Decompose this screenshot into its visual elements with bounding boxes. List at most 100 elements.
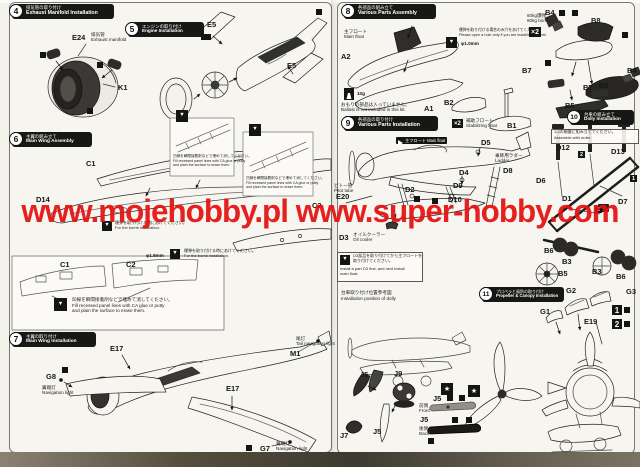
- paint-code-box: [622, 32, 628, 38]
- ladder-jp: 乗降用ラダー: [495, 153, 523, 158]
- flag-icon: [398, 140, 403, 146]
- part-label-b8: B8: [591, 16, 601, 25]
- part-label-d7: D7: [618, 197, 628, 206]
- order-note-box: [551, 129, 639, 144]
- part-sub-e24-jp: 排気管: [91, 32, 105, 37]
- drill10-note-jp: 爆弾を取り付ける場合のみ穴をあけてください。: [459, 28, 543, 32]
- part-label-g2: G2: [566, 286, 577, 295]
- part-label-j5: J5: [373, 427, 382, 436]
- part-label-d4: D4: [459, 168, 469, 177]
- step9-sideview-drawing: [345, 131, 532, 387]
- step5-engine-drawing: [159, 11, 328, 121]
- part-label-b9: B9: [599, 81, 609, 90]
- paint-code-box: [87, 108, 93, 114]
- bomb-hole-note-jp: 爆弾を取り付ける時にあけてください。: [115, 220, 187, 225]
- paint-code-box: [246, 445, 252, 451]
- bomb-label-en: 60kg bomb: [527, 18, 550, 23]
- part-label-d14: D14: [36, 195, 50, 204]
- part-label-d10: D10: [448, 195, 462, 204]
- part-label-j9: J9: [394, 369, 403, 378]
- part-label-d2: D2: [405, 185, 415, 194]
- stab-float-jp: 補助フロート: [466, 118, 494, 123]
- x2-badge: ×2: [529, 27, 541, 37]
- d3-note-box: [337, 252, 423, 282]
- main-float-label-jp: 主フロート: [344, 29, 367, 34]
- part-label-g3: G3: [626, 287, 637, 296]
- step-4-title-en: Exhaust Manifold Installation: [26, 10, 98, 17]
- back-label-en: Back: [419, 431, 430, 436]
- part-label-b5: B5: [565, 101, 575, 110]
- part-label-c2: C2: [312, 201, 322, 210]
- bomb-hole-note-jp: 爆弾を取り付ける時にあけてください。: [184, 248, 256, 253]
- part-label-b3: B3: [592, 267, 602, 276]
- fill-note-en: Fill recessed panel lines with CA glue o…: [72, 303, 165, 308]
- paint-code-box: [62, 367, 68, 373]
- bomb-label-jp: 60kg爆弾: [527, 13, 547, 18]
- step8-float-bombs-drawing: [347, 13, 640, 132]
- paint-code-box: [572, 10, 578, 16]
- order-note-jp: 1-2の順番に組み立ててください。: [554, 129, 616, 134]
- oil-cooler-en: Oil cooler: [353, 237, 373, 242]
- drill-icon: ▼: [102, 221, 112, 231]
- ladder-en: Ladder: [495, 158, 510, 163]
- part-label-g1: G1: [540, 307, 551, 316]
- drill-size-label: φ1.0mm: [461, 41, 479, 46]
- part-label-d6: D6: [536, 176, 546, 185]
- step11-prop-canopy-drawing: [463, 291, 640, 453]
- part-label-d13: D13: [611, 147, 625, 156]
- part-sub-g8-jp: 翼端灯: [42, 385, 56, 390]
- pitot-en: Pitot tube: [334, 188, 354, 193]
- part-sub-m1-jp: 尾灯: [296, 336, 306, 341]
- bomb-hole-note-en: For the bomb installation.: [184, 253, 229, 258]
- page-fold: [331, 0, 338, 455]
- part-label-b6: B6: [616, 272, 626, 281]
- scan-bottom-edge: [0, 452, 640, 467]
- part-sub-g8-en: Navigation light: [42, 390, 74, 395]
- inset-note-en: Fill recessed panel lines with CA glue o…: [246, 181, 319, 185]
- paint-code-box: [428, 438, 434, 444]
- part-sub-m1-en: Tail navigation light: [296, 341, 335, 346]
- paint-code-box: [447, 395, 453, 401]
- part-label-j5: J5: [433, 394, 442, 403]
- part-label-b4: B4: [627, 66, 637, 75]
- paint-code-box: [459, 395, 465, 401]
- part-label-b3: B3: [562, 257, 572, 266]
- x2-badge: ×2: [452, 119, 463, 128]
- paint-code-box: [545, 60, 551, 66]
- box-label-c1: C1: [60, 260, 70, 269]
- step-5-header: 5 エンジンの取り付け Engine Installation: [125, 22, 204, 37]
- part-label-b2: B2: [444, 98, 454, 107]
- step-4-number: 4: [9, 4, 23, 18]
- paint-code-box: [624, 321, 630, 327]
- part-label-g7: G7: [260, 444, 271, 453]
- part-label-c1: C1: [86, 159, 96, 168]
- canopy-option-2: 2: [612, 319, 622, 329]
- paint-code-box: [559, 10, 565, 16]
- part-label-e5-right: E5: [287, 61, 297, 70]
- d3-note-jp: 取り付けてください。: [353, 258, 393, 263]
- paint-star-icon: ★: [441, 383, 453, 395]
- paint-code-box: [201, 34, 211, 40]
- ballast-weight-icon: [344, 88, 354, 100]
- fill-note-en: and plain the surface to erase them.: [72, 308, 146, 313]
- weight-value: 10g: [357, 91, 365, 96]
- paint-code-box: [97, 62, 103, 68]
- step6-wing-drawing: [11, 117, 332, 331]
- ballast-note-en: Ballast is not included in this kit.: [341, 107, 406, 112]
- step-9-header: 9 各部品の取り付け Various Parts Installation: [341, 116, 438, 131]
- pitot-jp: ピトー管: [334, 183, 353, 188]
- step-6-header: 6 主翼の組み立て Main Wing Assembly: [9, 132, 92, 147]
- stab-float-en: Stabilizing float: [466, 123, 497, 128]
- inset-note-jp: 凹線を瞬間接着剤などで埋めて消してください。: [246, 176, 325, 180]
- drill-size-label: φ1.8mm: [146, 253, 164, 258]
- step4-exhaust-ring-drawing: [46, 43, 122, 118]
- back-label-jp: 後側: [419, 426, 429, 431]
- part-label-b1: B1: [507, 121, 517, 130]
- step-7-header: 7 主翼の取り付け Main Wing Installation: [9, 332, 96, 347]
- part-label-d9: D9: [453, 181, 463, 190]
- part-label-b5: B5: [558, 269, 568, 278]
- inset-note-en: and plain the surface to erase them.: [173, 163, 231, 167]
- part-label-a2: A2: [341, 52, 351, 61]
- d3-note-jp: D3部品を取り付けてから主フロートを: [353, 253, 423, 258]
- dolly-ref-jp: 台車取り付け位置参考図: [341, 290, 392, 295]
